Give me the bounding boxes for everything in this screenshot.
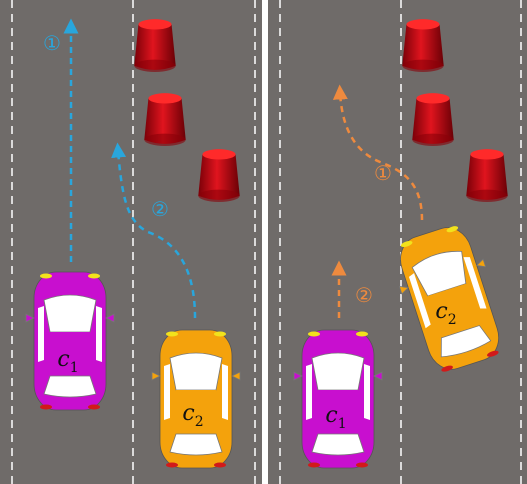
cone-icon (198, 149, 239, 202)
cone-icon (402, 19, 443, 72)
car-c1: c1 (294, 330, 382, 468)
cone-icon (466, 149, 507, 202)
right-panel: ① ② c1 c2 (268, 0, 527, 484)
left-panel: ① ② c1 c2 (0, 0, 262, 484)
car-c2: c2 (152, 330, 240, 468)
path-1-marker: ① (374, 161, 392, 185)
path-2-marker: ② (151, 197, 169, 221)
path-1-marker: ① (43, 31, 61, 55)
car-c1: c1 (26, 272, 114, 410)
path-2-marker: ② (355, 283, 373, 307)
cone-icon (412, 93, 453, 146)
cone-icon (134, 19, 175, 72)
cone-icon (144, 93, 185, 146)
